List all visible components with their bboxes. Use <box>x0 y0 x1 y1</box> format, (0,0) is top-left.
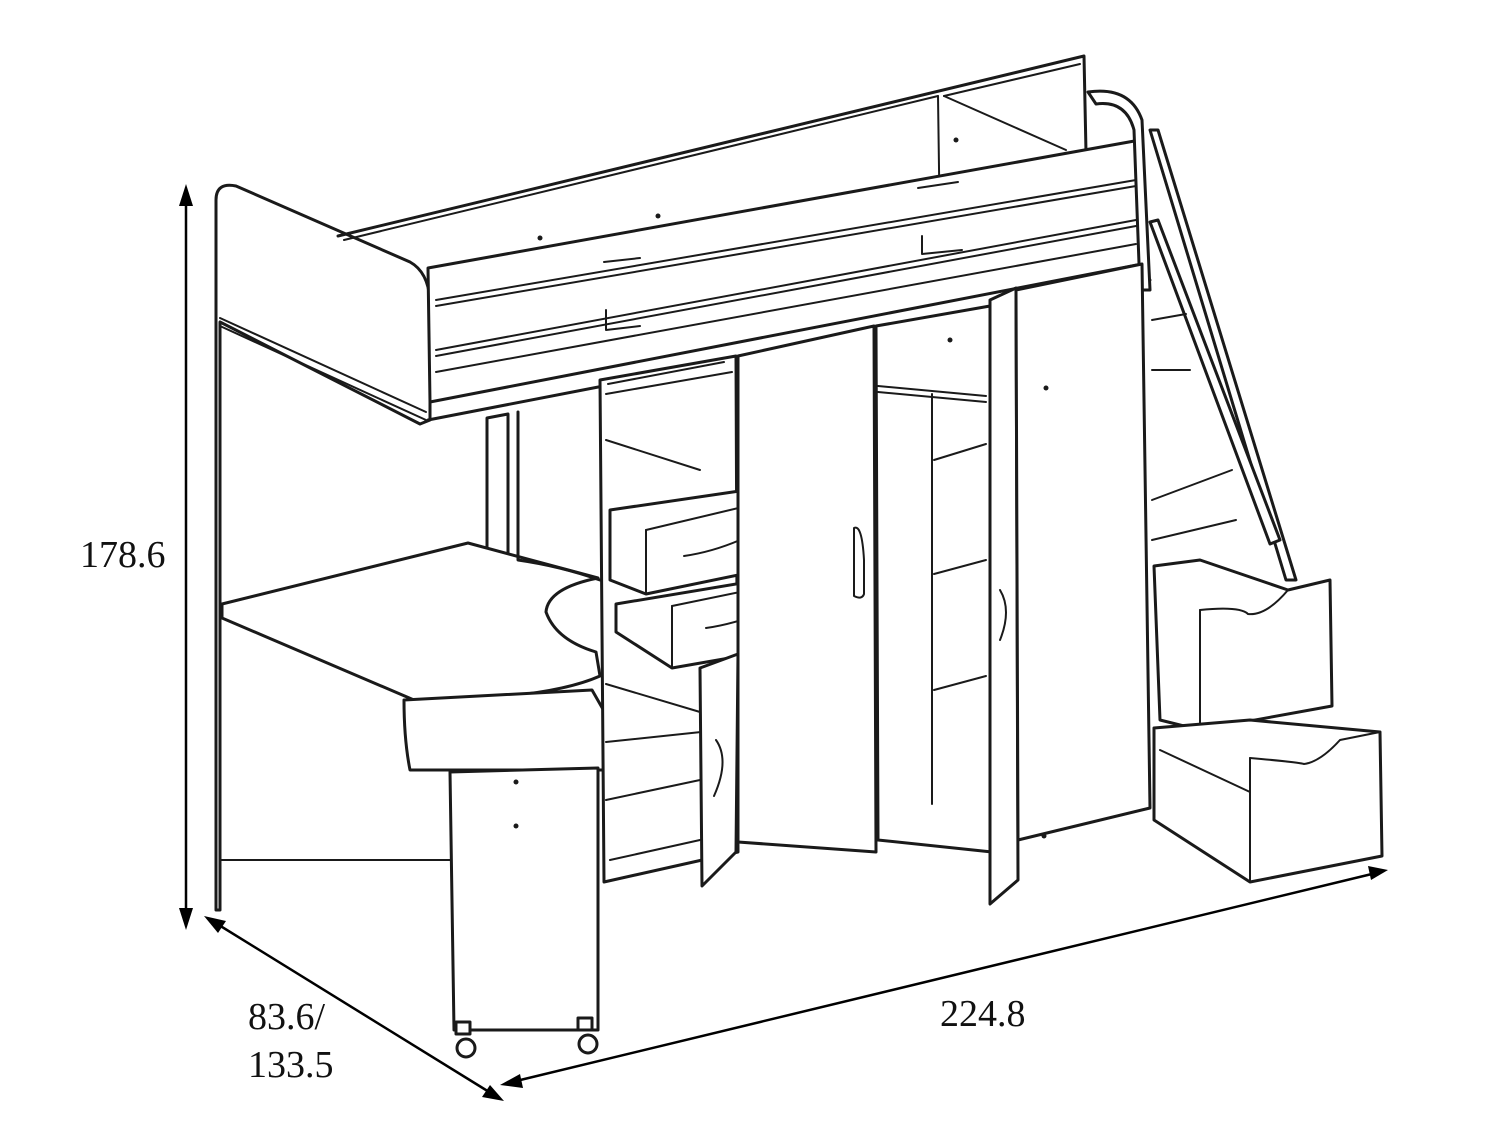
stair-drawers <box>1152 558 1384 884</box>
depth-dimension-line <box>204 916 504 1101</box>
desk-top <box>220 541 626 772</box>
wardrobe <box>736 262 1152 906</box>
height-dimension-line <box>179 184 193 930</box>
bed-frame <box>336 54 1152 422</box>
length-dimension-line <box>500 866 1388 1088</box>
height-dimension-label: 178.6 <box>80 534 166 576</box>
length-dimension-label: 224.8 <box>940 993 1026 1035</box>
desk-pedestal <box>448 766 600 1032</box>
stairs <box>1148 128 1298 582</box>
castor-wheels <box>454 1016 599 1059</box>
depth-dimension-label-line1: 83.6/ <box>248 996 326 1038</box>
depth-dimension-label-line2: 133.5 <box>248 1044 334 1086</box>
